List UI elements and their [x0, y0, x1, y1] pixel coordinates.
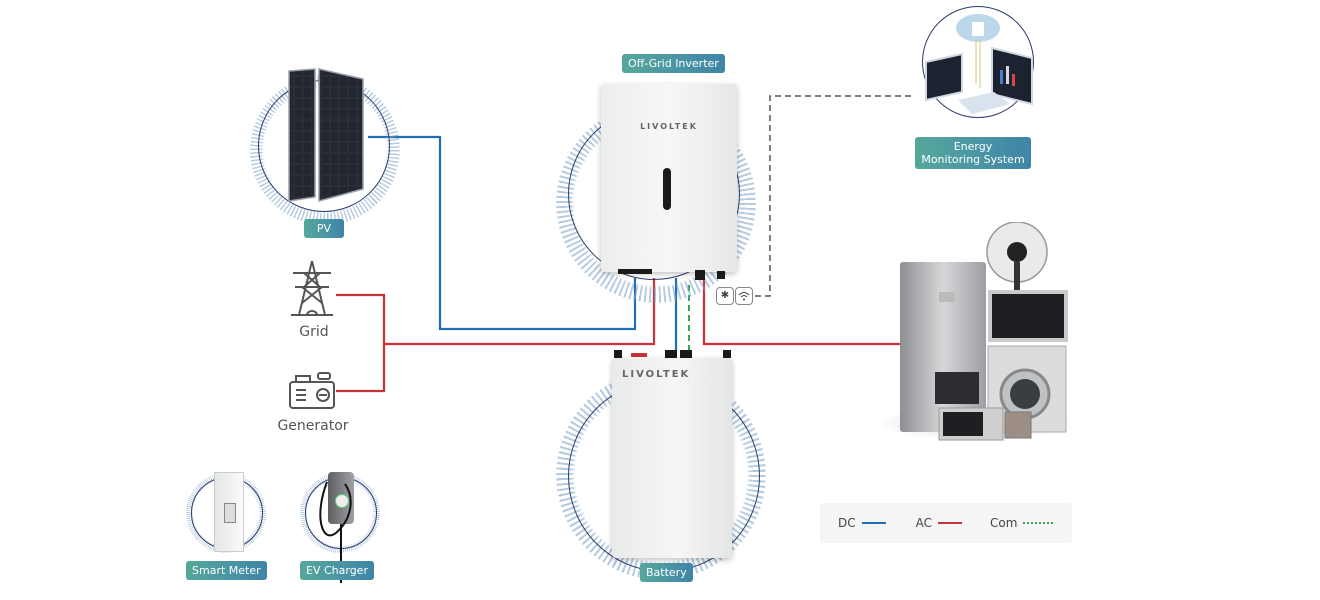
generator-icon [289, 372, 335, 409]
smart-meter-label: Smart Meter [186, 561, 267, 580]
inverter-label: Off-Grid Inverter [622, 54, 725, 73]
household-appliances-icon [900, 222, 1068, 441]
wifi-icon [735, 287, 753, 305]
battery-brand: LIVOLTEK [622, 369, 691, 380]
legend-item-com: Com [990, 516, 1054, 530]
inverter-com-port [717, 271, 725, 279]
inverter-brand: LIVOLTEK [640, 122, 698, 131]
battery-terminal-red [631, 353, 647, 357]
inverter-pv-port [618, 269, 652, 274]
ev-charger-label: EV Charger [300, 561, 374, 580]
power-tower-icon [291, 260, 333, 316]
legend-ac-swatch [938, 522, 963, 524]
ems-ring [922, 6, 1034, 118]
solar-panel-icon [288, 68, 364, 202]
legend-ac-label: AC [915, 516, 933, 530]
legend-com-label: Com [990, 516, 1018, 530]
ac-wire-grid [336, 293, 386, 393]
legend-com-swatch [1023, 522, 1054, 524]
inverter-ac-port [695, 270, 705, 280]
generator-label: Generator [277, 418, 349, 434]
legend-dc-label: DC [838, 516, 856, 530]
smart-meter-icon [214, 472, 244, 552]
pv-label: PV [304, 219, 344, 238]
ems-label: Energy Monitoring System [915, 137, 1031, 169]
dc-wire-pv-inverter [368, 135, 637, 331]
inverter-led-panel [663, 168, 671, 210]
bluetooth-icon: ✱ [716, 287, 734, 305]
battery-port-com [680, 350, 692, 359]
legend-item-dc: DC [838, 516, 886, 530]
battery-terminal-right [723, 350, 731, 358]
com-wire-inverter-ems [755, 95, 915, 297]
inverter-unit: LIVOLTEK [601, 84, 737, 272]
legend: DC AC Com [820, 503, 1072, 543]
battery-label: Battery [640, 563, 693, 582]
ac-wire-inverter-loads [702, 278, 902, 346]
battery-unit: LIVOLTEK [612, 358, 732, 558]
legend-dc-swatch [861, 522, 886, 524]
legend-item-ac: AC [915, 516, 963, 530]
battery-port-dc [665, 350, 677, 359]
battery-terminal-left [614, 350, 622, 358]
ems-label-line2: Monitoring System [921, 153, 1025, 166]
grid-label: Grid [299, 324, 329, 340]
energy-monitoring-icon [925, 14, 1033, 114]
ems-label-line1: Energy [953, 140, 993, 153]
